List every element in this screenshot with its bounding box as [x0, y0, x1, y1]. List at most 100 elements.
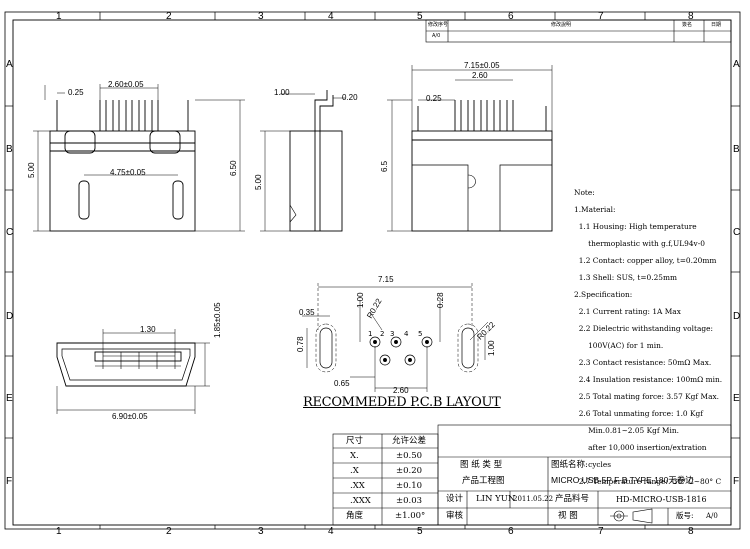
zone-col-7-bottom: 7 [598, 526, 604, 537]
pcb-layout-title: RECOMMEDED P.C.B LAYOUT [303, 395, 501, 410]
zone-row-c: C [6, 227, 14, 238]
note-line: 2.2 Dielectric withstanding voltage: [574, 323, 713, 333]
tol-row-key: 角度 [346, 511, 364, 521]
note-line: 1.Material: [574, 204, 616, 214]
tolerance-table-lines [332, 433, 439, 526]
back-view-edge: 0.25 [426, 94, 442, 103]
zone-col-2: 2 [166, 11, 172, 22]
back-view [387, 65, 553, 232]
design-label: 设计 [446, 494, 464, 504]
zone-col-1: 1 [56, 11, 62, 22]
tol-row-key: .X [350, 466, 359, 476]
front-view [56, 329, 210, 414]
note-line: after 10,000 insertion/extration [574, 442, 707, 452]
zone-row-a-right: A [733, 59, 740, 70]
top-view-pitch: 2.60±0.05 [108, 80, 144, 89]
note-line: Note: [574, 187, 595, 197]
top-view-pad-pitch: 4.75±0.05 [110, 168, 146, 177]
note-line: 1.1 Housing: High temperature [574, 221, 697, 231]
outer-border [4, 11, 741, 530]
zone-col-6: 6 [508, 11, 514, 22]
version: A/0 [706, 512, 718, 520]
note-line: 1.3 Shell: SUS, t=0.25mm [574, 272, 677, 282]
zone-col-8-bottom: 8 [688, 526, 694, 537]
tol-row-value: ±1.00° [395, 511, 426, 521]
side-view-height: 5.00 [254, 174, 263, 190]
front-view-width: 6.90±0.05 [112, 412, 148, 421]
side-view [260, 90, 345, 232]
zone-row-e: E [6, 393, 13, 404]
zone-row-d: D [6, 311, 14, 322]
zone-row-e-right: E [733, 393, 740, 404]
zone-row-f-right: F [733, 476, 740, 487]
note-line: thermoplastic with g.f,UL94v-0 [574, 238, 705, 248]
zone-col-3: 3 [258, 11, 264, 22]
tol-row-key: .XX [350, 481, 365, 491]
designer-name: LIN YUN [476, 494, 516, 504]
tol-row-value: ±0.50 [396, 451, 423, 461]
spec-notes: Note: 1.Material: 1.1 Housing: High temp… [574, 180, 722, 495]
top-view [33, 84, 245, 232]
pcb-width: 7.15 [378, 275, 394, 284]
drawing-type: 产品工程图 [462, 476, 505, 486]
zone-row-a: A [6, 59, 13, 70]
version-label: 版号: [676, 511, 694, 520]
drawing-type-label: 图 纸 类 型 [460, 460, 503, 470]
zone-ticks [5, 12, 740, 529]
zone-col-5-bottom: 5 [417, 526, 423, 537]
zone-col-8: 8 [688, 11, 694, 22]
zone-row-b: B [6, 144, 13, 155]
top-view-width: 5.00 [27, 162, 36, 178]
pcb-pin-3: 3 [390, 330, 395, 338]
note-line: 2.7 Temperature range: -30° C~80° C [574, 476, 722, 486]
zone-col-2-bottom: 2 [166, 526, 172, 537]
zone-col-3-bottom: 3 [258, 526, 264, 537]
note-line: 2.5 Total mating force: 3.57 Kgf Max. [574, 391, 719, 401]
pcb-dim-pitch: 2.60 [393, 386, 409, 395]
pcb-pin-5: 5 [418, 330, 423, 338]
pcb-dim-edge: 0.35 [299, 308, 315, 317]
top-view-edge: 0.25 [68, 88, 84, 97]
side-view-top: 1.00 [274, 88, 290, 97]
zone-col-5: 5 [417, 11, 423, 22]
note-line: 2.4 Insulation resistance: 100mΩ min. [574, 374, 723, 384]
pcb-layout [302, 283, 489, 392]
top-view-height: 6.50 [229, 160, 238, 176]
view-label: 视 图 [558, 511, 578, 521]
back-view-width: 7.15±0.05 [464, 61, 500, 70]
pcb-dim-slot-right: 1.00 [487, 340, 496, 356]
pcb-dim-slot: 0.78 [296, 336, 305, 352]
pcb-pin-2: 2 [380, 330, 385, 338]
rev-header-desc: 修改說明 [551, 22, 572, 28]
zone-col-4: 4 [328, 11, 334, 22]
note-line: 1.2 Contact: copper alloy, t=0.20mm [574, 255, 717, 265]
tol-row-key: X. [350, 451, 359, 461]
note-line: cycles [574, 459, 612, 469]
zone-col-7: 7 [598, 11, 604, 22]
note-line: 2.Specification: [574, 289, 633, 299]
note-line: 2.3 Contact resistance: 50mΩ Max. [574, 357, 712, 367]
part-no: HD-MICRO-USB-1816 [616, 495, 707, 504]
design-date: 2011.05.22 [513, 495, 554, 503]
zone-row-c-right: C [733, 227, 741, 238]
side-view-gap: 0.20 [342, 93, 358, 102]
tol-row-value: ±0.03 [396, 496, 423, 506]
drawing-name: MICRO USB 5P F B TYPE 180无卷边 [551, 475, 694, 485]
drawing-name-label: 图纸名称: [551, 460, 588, 470]
pcb-pin-4: 4 [404, 330, 409, 338]
title-block-lines [437, 424, 732, 526]
zone-col-6-bottom: 6 [508, 526, 514, 537]
zone-row-f: F [6, 476, 13, 487]
back-view-pitch: 2.60 [472, 71, 488, 80]
tol-row-value: ±0.10 [396, 481, 423, 491]
projection-symbol-icon [610, 508, 653, 524]
note-line: 2.6 Total unmating force: 1.0 Kgf [574, 408, 703, 418]
note-line: 2.1 Current rating: 1A Max [574, 306, 681, 316]
review-label: 审核 [446, 511, 464, 521]
rev-header-sign: 簽名 [682, 22, 693, 28]
part-no-label: 产品料号 [555, 494, 590, 504]
tol-row-value: ±0.20 [396, 466, 423, 476]
note-line: Min.0.81~2.05 Kgf Min. [574, 425, 679, 435]
